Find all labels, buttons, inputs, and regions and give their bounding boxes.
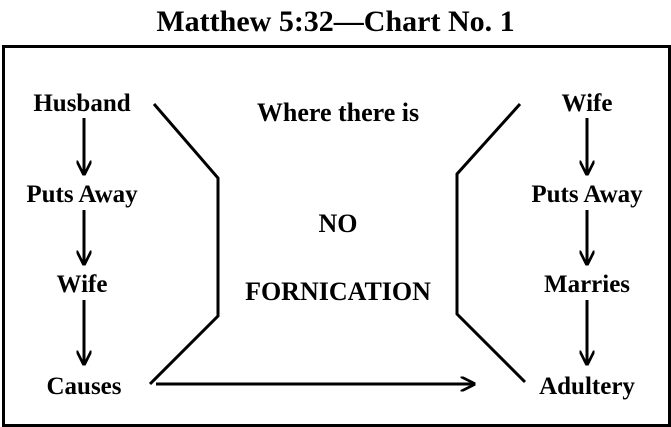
center-text-no: NO: [318, 209, 358, 238]
center-text-where-there-is: Where there is: [256, 98, 420, 127]
right-label-puts-away: Puts Away: [531, 181, 643, 208]
diagram-frame: [2, 45, 671, 427]
right-label-adultery: Adultery: [539, 373, 635, 400]
right-bracket: [455, 102, 527, 384]
left-label-puts-away: Puts Away: [26, 181, 138, 208]
left-label-wife: Wife: [56, 271, 108, 298]
right-label-wife: Wife: [561, 90, 613, 117]
left-label-causes: Causes: [46, 373, 122, 400]
right-label-marries: Marries: [543, 271, 631, 298]
left-label-husband: Husband: [33, 90, 131, 117]
chart-title: Matthew 5:32—Chart No. 1: [156, 5, 515, 38]
left-bracket: [148, 103, 220, 386]
center-text-fornication: FORNICATION: [245, 277, 431, 306]
